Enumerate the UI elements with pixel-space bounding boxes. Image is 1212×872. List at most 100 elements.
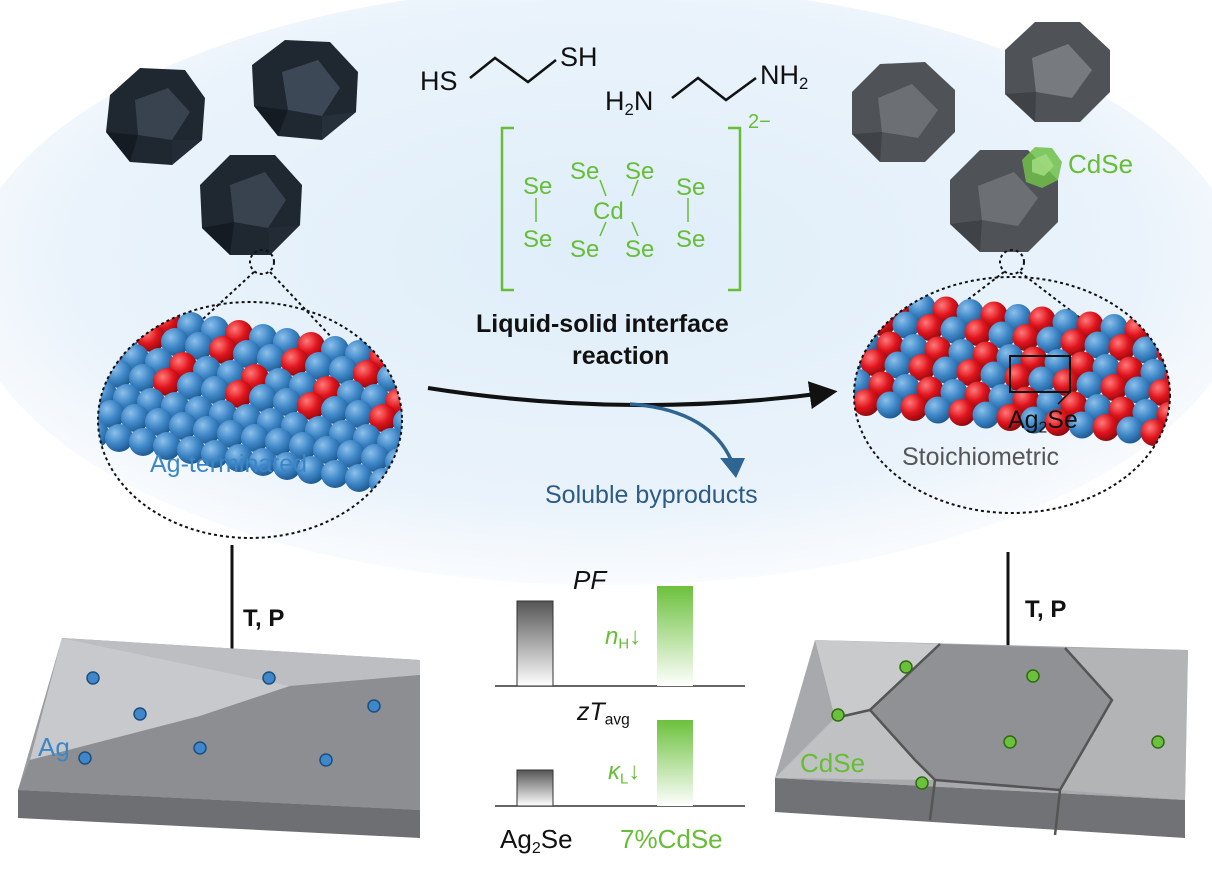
sh-label: SH xyxy=(560,42,598,72)
se-atom xyxy=(1060,329,1088,356)
ag-atom xyxy=(1124,376,1152,404)
ag-atom xyxy=(145,408,173,436)
x-label-ag2se: Ag2Se xyxy=(500,824,573,857)
ag-atom xyxy=(98,420,109,448)
complex-charge: 2− xyxy=(748,111,771,133)
ag-atom xyxy=(193,416,221,444)
ag-atom xyxy=(201,440,229,468)
stoichiometric-label: Stoichiometric xyxy=(902,443,1059,471)
ag-atom xyxy=(1116,416,1144,444)
reaction-label-line1: Liquid-solid interface xyxy=(476,310,729,338)
se-atom xyxy=(1156,401,1170,429)
right-nanocrystals xyxy=(852,22,1110,252)
ag-atom xyxy=(249,448,277,476)
ag-atom xyxy=(393,408,402,436)
bar-panel xyxy=(495,586,745,807)
ag-dot xyxy=(78,751,92,765)
ag-atom xyxy=(249,384,277,412)
bar-zt-cdse xyxy=(657,720,693,806)
ag-atom xyxy=(177,372,205,400)
ag-atom xyxy=(265,428,293,456)
ag-dot xyxy=(367,699,381,713)
cdse-dot xyxy=(831,708,845,722)
ag-atom xyxy=(225,444,253,472)
ag-dot xyxy=(319,753,333,767)
cdse-dot xyxy=(915,776,929,790)
right-zoom xyxy=(853,249,1171,514)
right-sintering-label: T, P xyxy=(1025,596,1067,623)
cdse-dot xyxy=(1026,669,1040,683)
left-nanocrystals xyxy=(106,40,358,255)
left-slab-ag-dots xyxy=(78,671,381,767)
complex-se-4: Se xyxy=(676,174,706,201)
se-atom xyxy=(1052,369,1080,396)
ag-atom xyxy=(1028,366,1056,394)
ag-dot xyxy=(86,671,100,685)
right-slab xyxy=(775,640,1188,838)
ag-atom xyxy=(257,344,285,372)
complex-bonds xyxy=(535,179,689,237)
se-atom xyxy=(1108,334,1136,361)
complex-se-3: Se xyxy=(625,158,655,185)
se-atom xyxy=(369,404,397,432)
cdse-nanoparticle xyxy=(1022,147,1062,188)
ag-atom xyxy=(345,464,373,492)
ag-atom xyxy=(361,444,389,472)
cdse-nanoparticle-label: CdSe xyxy=(1068,149,1134,179)
ag-atom xyxy=(345,400,373,428)
byproduct-arrow xyxy=(629,402,734,463)
ag-atom xyxy=(169,412,197,440)
ag-atom xyxy=(129,428,157,456)
cdse-slab-label: CdSe xyxy=(800,748,866,778)
complex-se-7: Se xyxy=(625,236,655,263)
se-atom xyxy=(1100,374,1128,401)
ag-atom xyxy=(289,432,317,460)
ag-atom xyxy=(1076,371,1104,399)
se-atom xyxy=(153,368,181,396)
se-atom xyxy=(900,394,928,421)
ag-atom xyxy=(1132,336,1160,364)
ag-atom xyxy=(329,356,357,384)
ag-atom xyxy=(177,436,205,464)
left-sintering-label: T, P xyxy=(243,605,285,632)
ag-atom xyxy=(1020,406,1048,434)
ag-atom xyxy=(932,356,960,384)
ag-atom xyxy=(972,401,1000,429)
reaction-label-line2: reaction xyxy=(572,342,670,370)
ag-terminated-label: Ag-terminated xyxy=(150,450,308,478)
nh2-label: NH2 xyxy=(760,60,809,94)
ag-dot xyxy=(262,671,276,685)
cdse-dot xyxy=(1003,735,1017,749)
complex-se-5: Se xyxy=(523,226,553,253)
ag-atom xyxy=(273,388,301,416)
nanocrystal-4 xyxy=(852,62,955,162)
se-atom xyxy=(996,404,1024,431)
complex-se-6: Se xyxy=(570,236,600,263)
ag-atom xyxy=(876,391,904,419)
se-atom xyxy=(964,319,992,346)
ag-atom xyxy=(98,400,125,428)
se-atom xyxy=(281,348,309,376)
complex-se-1: Se xyxy=(523,173,553,200)
ag-atom xyxy=(884,351,912,379)
ag-atom xyxy=(129,364,157,392)
nanocrystal-3 xyxy=(200,155,302,255)
ag-atom xyxy=(988,321,1016,349)
left-zoom-outline xyxy=(97,301,403,539)
se-atom xyxy=(1004,364,1032,391)
ag-slab-label: Ag xyxy=(38,732,70,762)
complex-cd: Cd xyxy=(593,198,624,225)
ag-atom xyxy=(121,404,149,432)
se-atom xyxy=(854,389,880,416)
ag-atom xyxy=(161,328,189,356)
right-zoom-outline xyxy=(853,276,1171,514)
ag-atom xyxy=(305,352,333,380)
ag-dot xyxy=(193,741,207,755)
x-label-cdse: 7%CdSe xyxy=(620,824,723,854)
bar-pf-ag2se xyxy=(516,600,554,687)
ag-atom xyxy=(105,424,133,452)
ag-atom xyxy=(201,376,229,404)
pf-note: nH↓ xyxy=(605,623,642,653)
se-atom xyxy=(908,354,936,381)
